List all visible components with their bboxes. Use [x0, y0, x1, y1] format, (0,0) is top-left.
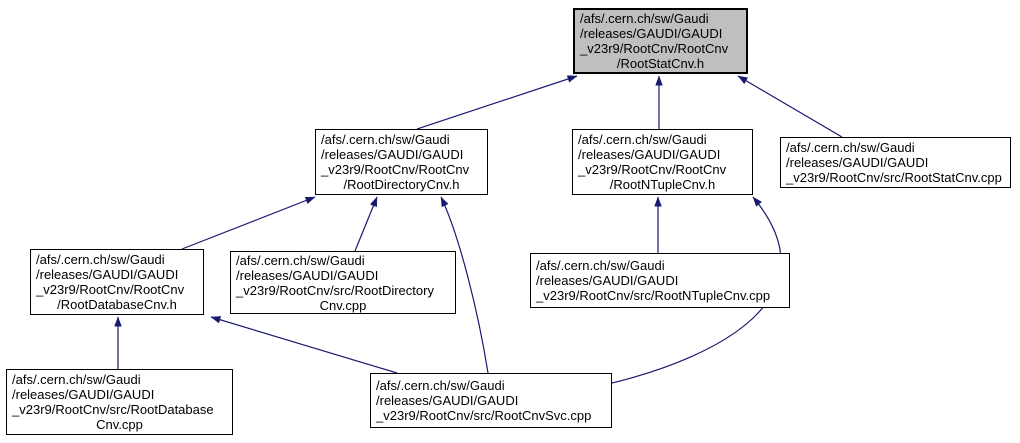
graph-edge-root-directory-cnv-cpp-to-root-directory-cnv-h: [354, 196, 378, 252]
graph-node-label-line: /releases/GAUDI/GAUDI: [236, 267, 379, 283]
graph-node-label-line: /releases/GAUDI/GAUDI: [786, 155, 929, 170]
graph-node-label-line: /releases/GAUDI/GAUDI: [580, 26, 723, 41]
graph-node-root-directory-cnv-h[interactable]: /afs/.cern.ch/sw/Gaudi/releases/GAUDI/GA…: [315, 129, 488, 195]
graph-node-label-line: _v23r9/RootCnv/RootCnv: [578, 162, 727, 177]
graph-node-root-ntuple-cnv-cpp[interactable]: /afs/.cern.ch/sw/Gaudi/releases/GAUDI/GA…: [530, 253, 790, 308]
graph-node-label-line: /RootDirectoryCnv.h: [343, 177, 460, 192]
graph-node-label-line: /afs/.cern.ch/sw/Gaudi: [578, 132, 707, 147]
graph-node-root-stat-cnv-h: /afs/.cern.ch/sw/Gaudi/releases/GAUDI/GA…: [573, 8, 748, 74]
graph-node-root-directory-cnv-cpp[interactable]: /afs/.cern.ch/sw/Gaudi/releases/GAUDI/GA…: [230, 251, 456, 314]
graph-node-label-line: /afs/.cern.ch/sw/Gaudi: [36, 252, 165, 267]
graph-node-label-line: _v23r9/RootCnv/src/RootCnvSvc.cpp: [376, 408, 592, 423]
graph-node-label-line: /afs/.cern.ch/sw/Gaudi: [321, 132, 450, 147]
graph-node-root-database-cnv-h[interactable]: /afs/.cern.ch/sw/Gaudi/releases/GAUDI/GA…: [30, 249, 204, 315]
graph-node-root-ntuple-cnv-h[interactable]: /afs/.cern.ch/sw/Gaudi/releases/GAUDI/GA…: [572, 129, 753, 195]
graph-edge-root-database-cnv-h-to-root-directory-cnv-h: [181, 196, 316, 250]
graph-node-label-line: _v23r9/RootCnv/RootCnv: [36, 282, 185, 297]
graph-node-label-line: _v23r9/RootCnv/src/RootNTupleCnv.cpp: [536, 288, 771, 303]
graph-node-label-line: _v23r9/RootCnv/RootCnv: [580, 41, 729, 56]
graph-node-label-line: _v23r9/RootCnv/RootCnv: [321, 162, 470, 177]
graph-node-label-line: Cnv.cpp: [96, 417, 143, 432]
graph-node-label-line: /afs/.cern.ch/sw/Gaudi: [786, 140, 915, 155]
graph-node-label-line: _v23r9/RootCnv/src/RootDirectory: [236, 282, 434, 298]
graph-node-label-line: /releases/GAUDI/GAUDI: [36, 267, 179, 282]
graph-node-label-line: /releases/GAUDI/GAUDI: [536, 273, 679, 288]
graph-node-label-line: /afs/.cern.ch/sw/Gaudi: [536, 258, 665, 273]
graph-node-label-line: /releases/GAUDI/GAUDI: [321, 147, 464, 162]
graph-node-label-line: /releases/GAUDI/GAUDI: [12, 387, 155, 402]
graph-node-label-line: /RootDatabaseCnv.h: [57, 297, 177, 312]
graph-node-label-line: _v23r9/RootCnv/src/RootDatabase: [12, 402, 214, 417]
graph-node-label-line: /RootNTupleCnv.h: [609, 177, 716, 192]
graph-edge-root-directory-cnv-h-to-root-stat-cnv-h: [416, 75, 578, 130]
graph-node-label-line: Cnv.cpp: [319, 297, 367, 313]
graph-edge-root-cnv-svc-cpp-to-root-database-cnv-h: [210, 316, 398, 374]
graph-edge-root-stat-cnv-cpp-to-root-stat-cnv-h: [737, 75, 843, 138]
graph-node-label-line: /releases/GAUDI/GAUDI: [376, 393, 519, 408]
graph-node-root-cnv-svc-cpp[interactable]: /afs/.cern.ch/sw/Gaudi/releases/GAUDI/GA…: [370, 373, 612, 428]
graph-node-label-line: /RootStatCnv.h: [616, 56, 705, 71]
graph-node-label-line: _v23r9/RootCnv/src/RootStatCnv.cpp: [786, 170, 1002, 185]
graph-node-root-database-cnv-cpp[interactable]: /afs/.cern.ch/sw/Gaudi/releases/GAUDI/GA…: [6, 369, 233, 435]
graph-node-label-line: /afs/.cern.ch/sw/Gaudi: [376, 378, 505, 393]
graph-node-root-stat-cnv-cpp[interactable]: /afs/.cern.ch/sw/Gaudi/releases/GAUDI/GA…: [780, 137, 1011, 188]
graph-node-label-line: /afs/.cern.ch/sw/Gaudi: [12, 372, 141, 387]
graph-node-label-line: /afs/.cern.ch/sw/Gaudi: [580, 11, 709, 26]
graph-node-label-line: /afs/.cern.ch/sw/Gaudi: [236, 252, 365, 268]
graph-node-label-line: /releases/GAUDI/GAUDI: [578, 147, 721, 162]
